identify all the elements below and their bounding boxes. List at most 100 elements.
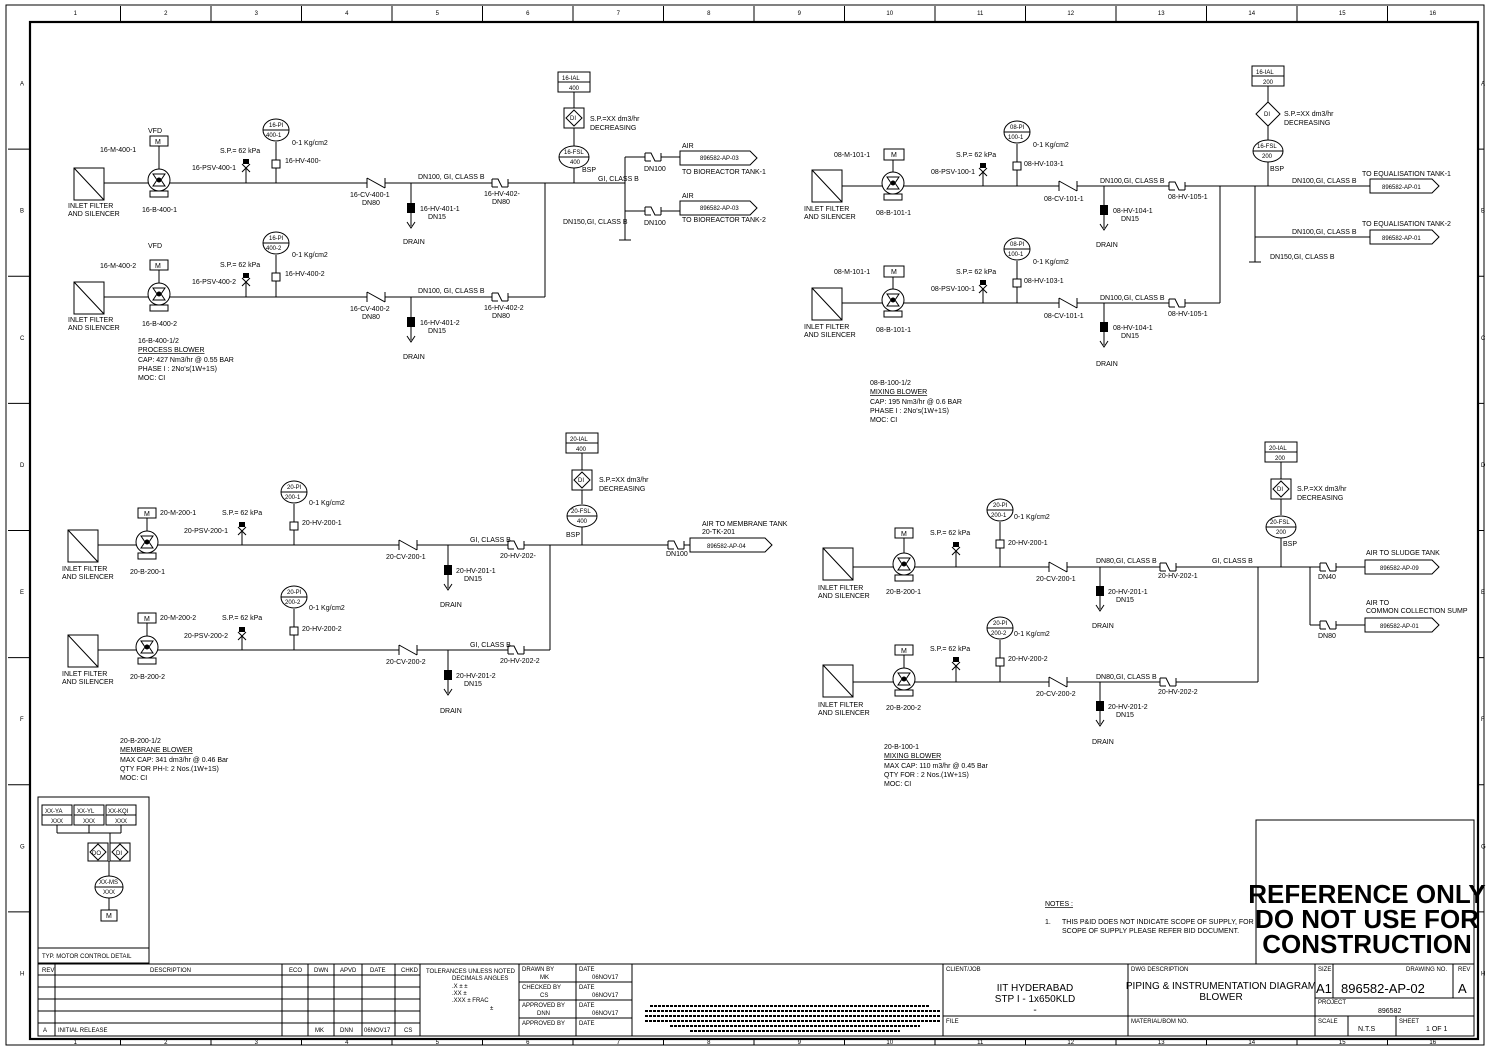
motor-label: M [891, 269, 897, 276]
dwg-desc-header: DWG DESCRIPTION [1131, 967, 1188, 973]
border-col-number: 3 [255, 11, 259, 17]
motor-control-legend: XX-YA XXX XX-YL XXX XX-KQI XXX DO DI XX-… [37, 796, 150, 964]
client-header: CLIENT/JOB [946, 967, 981, 973]
ial-tag-a: 20-IAL [1269, 446, 1287, 452]
border-col-number: 7 [617, 1040, 621, 1046]
border-col-number: 15 [1339, 1040, 1346, 1046]
fsl-tag-b: 400 [570, 160, 581, 166]
border-row-letter: A [1481, 82, 1485, 88]
to-equalisation-2: TO EQUALISATION TANK-2 [1362, 221, 1451, 228]
pi-range: 0-1 Kg/cm2 [1033, 259, 1069, 266]
motor-label: M [901, 648, 907, 655]
psv-tag: 20-PSV-200-1 [184, 528, 228, 535]
drain-valve-tag: 20-HV-201-2 [456, 673, 496, 680]
di-decreasing: DECREASING [590, 125, 636, 132]
hv-tag: 08-HV-103-1 [1024, 278, 1064, 285]
bsp-label: BSP [566, 532, 580, 539]
to-bioreactor-1: TO BIOREACTOR TANK-1 [682, 169, 766, 176]
setpoint: S.P.= 62 kPa [930, 530, 970, 537]
approved-by2-header: APPROVED BY [522, 1021, 565, 1027]
inlet-label-b: AND SILENCER [818, 710, 870, 717]
motor-label: M [891, 152, 897, 159]
vfd-label: VFD [148, 243, 162, 250]
spec-phase: PHASE I : 2No's(1W+1S) [870, 408, 949, 415]
dwn-header: DWN [314, 968, 328, 974]
offpage-ref: 896582-AP-01 [1382, 185, 1421, 191]
date-header: DATE [579, 1003, 595, 1009]
psv-tag: 16-PSV-400-1 [192, 165, 236, 172]
border-row-letter: A [20, 82, 24, 88]
inlet-label-a: INLET FILTER [818, 585, 863, 592]
border-row-letter: H [20, 971, 24, 977]
inlet-label-a: INLET FILTER [68, 203, 113, 210]
fine-print [645, 1005, 940, 1032]
border-col-number: 9 [798, 11, 802, 17]
border-col-number: 13 [1158, 1040, 1165, 1046]
date-header: DATE [370, 968, 386, 974]
border-col-number: 9 [798, 1040, 802, 1046]
hv105-tag: 08-HV-105-1 [1168, 311, 1208, 318]
blower-tag: 20-B-200-1 [130, 569, 165, 576]
blower-tag: 16-B-400-1 [142, 207, 177, 214]
motor-label: M [155, 139, 161, 146]
offpage-ref: 896582-AP-01 [1380, 624, 1419, 630]
size-value: A1 [1316, 981, 1332, 996]
inlet-label-b: AND SILENCER [804, 332, 856, 339]
border-row-letter: G [20, 844, 25, 850]
date-3: 06NOV17 [592, 1011, 619, 1017]
border-col-number: 3 [255, 1040, 259, 1046]
motor-label: M [144, 616, 150, 623]
motor-label: M [155, 263, 161, 270]
pi-tag-a: 08-PI [1010, 242, 1025, 248]
date-2: 06NOV17 [592, 993, 619, 999]
spec-moc: MOC: CI [120, 775, 147, 782]
border-row-letter: E [1481, 590, 1485, 596]
to-sludge: AIR TO SLUDGE TANK [1366, 550, 1440, 557]
checked-by-header: CHECKED BY [522, 985, 561, 991]
pi-tag-b: 400-2 [266, 246, 282, 252]
approved-by: DNN [537, 1011, 550, 1017]
legend-motor: M [106, 913, 112, 920]
border-row-letter: F [20, 717, 24, 723]
section-mixing-blower: INLET FILTER AND SILENCER 08-B-101-1 M 0… [804, 65, 1451, 424]
pi-range: 0-1 Kg/cm2 [309, 605, 345, 612]
spec-name: MEMBRANE BLOWER [120, 747, 193, 754]
hv105-tag: 08-HV-105-1 [1168, 194, 1208, 201]
pipe-label: DN100,GI, CLASS B [1292, 229, 1357, 236]
spec-name: PROCESS BLOWER [138, 347, 205, 354]
pipe-label: DN100,GI, CLASS B [1100, 178, 1165, 185]
to-membrane-tag: 20-TK-201 [702, 529, 735, 536]
border-col-number: 16 [1429, 1040, 1436, 1046]
inlet-label-b: AND SILENCER [804, 214, 856, 221]
border-col-number: 15 [1339, 11, 1346, 17]
blower-tag: 08-B-101-1 [876, 327, 911, 334]
cv-tag: 20-CV-200-1 [1036, 576, 1076, 583]
dwg-desc-line-2: BLOWER [1199, 992, 1242, 1003]
pi-tag-b: 200-1 [285, 495, 301, 501]
hv402-dn: DN80 [492, 313, 510, 320]
ial-tag-b: 400 [569, 86, 580, 92]
pipe-label: DN100, GI, CLASS B [418, 288, 485, 295]
outer-frame [5, 4, 1485, 1046]
pi-range: 0-1 Kg/cm2 [309, 500, 345, 507]
cv-tag: 08-CV-101-1 [1044, 196, 1084, 203]
eco-header: ECO [289, 968, 302, 974]
drain-valve-tag: 20-HV-201-2 [1108, 704, 1148, 711]
rev-a-desc: INITIAL RELEASE [58, 1028, 107, 1034]
drain-dn: DN15 [428, 214, 446, 221]
spec-cap: CAP: 195 Nm3/hr @ 0.6 BAR [870, 399, 962, 406]
drain-valve-tag: 16-HV-401-1 [420, 206, 460, 213]
spec-name: MIXING BLOWER [870, 389, 927, 396]
stamp-line-1: REFERENCE ONLY [1248, 879, 1485, 909]
hv-tag: 16-HV-400- [285, 158, 321, 165]
spec-tag: 08-B-100-1/2 [870, 380, 911, 387]
blower-tag: 20-B-200-2 [886, 705, 921, 712]
cv-dn: DN80 [362, 200, 380, 207]
ial-tag-a: 16-IAL [1256, 70, 1274, 76]
border-ticks: 1122334455667788991010111112121313141415… [8, 6, 1486, 1046]
dn150-label: DN150,GI, CLASS B [563, 219, 628, 226]
inlet-label-a: INLET FILTER [804, 206, 849, 213]
pi-range: 0-1 Kg/cm2 [1014, 514, 1050, 521]
hv-tag: 20-HV-200-1 [302, 520, 342, 527]
di-setpoint: S.P.=XX dm3/hr [1297, 486, 1347, 493]
